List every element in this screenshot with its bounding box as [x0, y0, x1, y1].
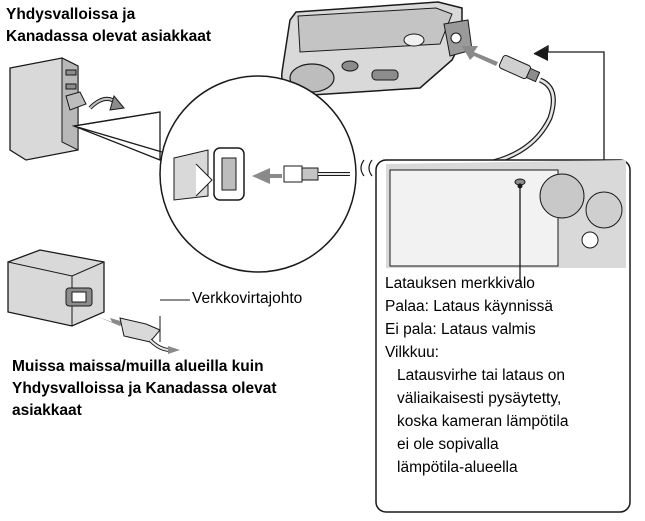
camera-top-view: [281, 1, 473, 97]
indicator-blink: Vilkkuu:: [385, 344, 439, 361]
blink-detail-3: koska kameran lämpötila: [397, 413, 569, 430]
blink-detail-1: Latausvirhe tai lataus on: [397, 367, 566, 384]
indicator-bracket: [533, 44, 605, 160]
us-canada-title-line1: Yhdysvalloissa ja: [6, 6, 136, 23]
insert-arrow-camera: [462, 46, 498, 66]
blink-detail-4: ei ole sopivalla: [397, 436, 499, 453]
us-ac-adapter: [9, 57, 125, 161]
other-title-line3: asiakkaat: [12, 402, 82, 419]
power-cord-label: Verkkovirtajohto: [192, 290, 303, 307]
us-canada-title: Yhdysvalloissa ja Kanadassa olevat asiak…: [6, 4, 211, 48]
camera-closeup: [375, 159, 631, 513]
other-ac-adapter: [7, 249, 190, 354]
charge-indicator-info: Latauksen merkkivalo Palaa: Lataus käynn…: [385, 272, 637, 479]
indicator-on: Palaa: Lataus käynnissä: [385, 298, 554, 315]
indicator-off: Ei pala: Lataus valmis: [385, 321, 536, 338]
blink-detail-5: lämpötila-alueella: [397, 459, 518, 476]
other-regions-title: Muissa maissa/muilla alueilla kuin Yhdys…: [12, 356, 277, 422]
us-canada-title-line2: Kanadassa olevat asiakkaat: [6, 28, 212, 45]
other-title-line2: Yhdysvalloissa ja Kanadassa olevat: [12, 380, 277, 397]
other-title-line1: Muissa maissa/muilla alueilla kuin: [12, 358, 264, 375]
callout-circle: [71, 75, 357, 273]
indicator-title: Latauksen merkkivalo: [385, 275, 535, 292]
usb-plug-camera: [498, 54, 541, 83]
blink-detail-2: väliaikaisesti pysäytetty,: [397, 390, 562, 407]
